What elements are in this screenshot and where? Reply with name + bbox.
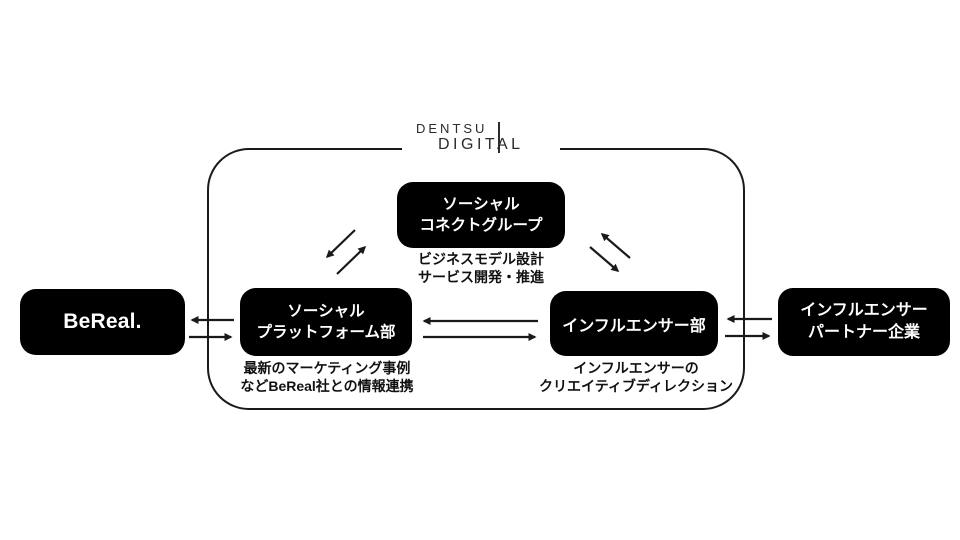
arrow-connect-to-platform (325, 229, 356, 259)
caption-influencer-line2: クリエイティブディレクション (539, 378, 733, 394)
caption-platform-line1: 最新のマーケティング事例 (243, 360, 411, 376)
node-social-platform-dept: ソーシャル プラットフォーム部 (240, 288, 412, 356)
node-partner-label-line2: パートナー企業 (807, 324, 920, 341)
node-platform-label-line1: ソーシャル (287, 303, 365, 320)
node-connect-label-line1: ソーシャル (442, 196, 520, 213)
dentsu-digital-logo: DENTSU DIGITAL (402, 120, 560, 162)
caption-influencer-line1: インフルエンサーの (573, 360, 699, 376)
arrow-connect-to-influencer (589, 246, 620, 272)
node-partner-label-line1: インフルエンサー (800, 302, 928, 319)
arrow-influencer-to-connect (600, 233, 631, 259)
caption-social-connect-group: ビジネスモデル設計 サービス開発・推進 (418, 250, 544, 286)
node-bereal-label: BeReal. (63, 310, 142, 333)
caption-social-platform-dept: 最新のマーケティング事例 などBeReal社との情報連携 (240, 359, 413, 395)
node-social-connect-group: ソーシャル コネクトグループ (397, 182, 565, 248)
node-influencer-dept: インフルエンサー部 (550, 291, 718, 356)
arrow-platform-to-connect (336, 245, 367, 275)
caption-influencer-dept: インフルエンサーの クリエイティブディレクション (539, 359, 733, 395)
node-bereal: BeReal. (20, 289, 185, 355)
node-connect-label-line2: コネクトグループ (419, 217, 543, 234)
caption-connect-line1: ビジネスモデル設計 (418, 251, 544, 267)
node-platform-label-line2: プラットフォーム部 (256, 324, 396, 341)
node-influencer-partner: インフルエンサー パートナー企業 (778, 288, 950, 356)
caption-connect-line2: サービス開発・推進 (418, 269, 544, 285)
logo-text-dentsu: DENTSU (416, 121, 488, 136)
logo-vertical-bar (498, 122, 500, 153)
node-influencer-label: インフルエンサー部 (562, 317, 706, 335)
caption-platform-line2: などBeReal社との情報連携 (240, 378, 414, 394)
